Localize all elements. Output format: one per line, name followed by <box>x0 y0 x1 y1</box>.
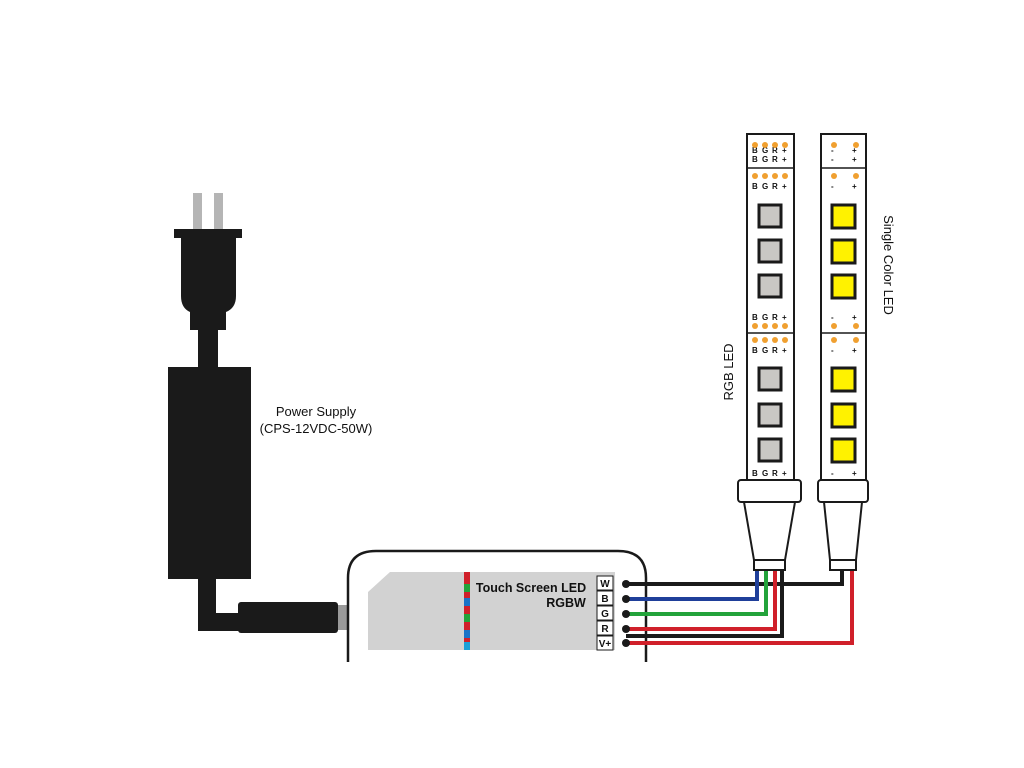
terminal-b: B <box>601 594 608 605</box>
wires <box>626 570 854 645</box>
svg-text:R: R <box>772 469 778 478</box>
svg-text:-: - <box>831 182 834 191</box>
svg-text:B: B <box>752 146 758 155</box>
svg-text:-: - <box>831 155 834 164</box>
single-connector <box>817 479 869 571</box>
power-supply-model: (CPS-12VDC-50W) <box>260 421 373 436</box>
controller-title: Touch Screen LED <box>476 581 586 595</box>
terminal-w: W <box>600 579 610 590</box>
svg-text:+: + <box>782 146 787 155</box>
svg-text:B: B <box>752 469 758 478</box>
svg-text:G: G <box>762 155 768 164</box>
controller <box>346 549 648 662</box>
svg-text:+: + <box>782 469 787 478</box>
terminal-g: G <box>601 609 609 620</box>
svg-text:R: R <box>772 146 778 155</box>
svg-text:B: B <box>752 346 758 355</box>
single-strip: -- ++ -+ -+ -+ -+ <box>820 133 867 481</box>
terminal-screws <box>622 580 630 647</box>
controller-subtitle: RGBW <box>546 596 586 610</box>
svg-text:G: G <box>762 469 768 478</box>
svg-text:+: + <box>782 313 787 322</box>
svg-text:-: - <box>831 469 834 478</box>
svg-text:B: B <box>752 155 758 164</box>
single-pad-row-2: -+ <box>831 173 859 191</box>
svg-text:G: G <box>762 182 768 191</box>
terminal-block: W B G R V+ <box>596 575 614 651</box>
svg-text:+: + <box>782 346 787 355</box>
svg-text:+: + <box>852 469 857 478</box>
rgb-connector <box>737 479 802 571</box>
svg-text:R: R <box>772 182 778 191</box>
svg-text:R: R <box>772 155 778 164</box>
svg-text:B: B <box>752 313 758 322</box>
single-pad-row-4: -+ <box>831 337 859 355</box>
plug-icon <box>174 193 242 370</box>
rgb-led-group-2 <box>757 366 783 463</box>
rgb-led-group-1 <box>757 203 783 299</box>
svg-text:+: + <box>782 182 787 191</box>
rgb-strip-label: RGB LED <box>721 343 736 400</box>
svg-text:-: - <box>831 146 834 155</box>
power-supply-label: Power Supply <box>276 404 357 419</box>
terminal-r: R <box>601 624 609 635</box>
svg-text:+: + <box>852 155 857 164</box>
power-supply <box>168 367 251 611</box>
svg-text:+: + <box>852 346 857 355</box>
svg-text:G: G <box>762 146 768 155</box>
rgb-pad-row-1: BB GG RR ++ <box>752 142 788 164</box>
svg-text:G: G <box>762 313 768 322</box>
dc-cable <box>198 602 350 633</box>
svg-text:R: R <box>772 313 778 322</box>
svg-text:B: B <box>752 182 758 191</box>
svg-text:+: + <box>852 313 857 322</box>
svg-text:R: R <box>772 346 778 355</box>
svg-text:-: - <box>831 313 834 322</box>
svg-text:G: G <box>762 346 768 355</box>
single-led-group-2 <box>830 366 857 464</box>
svg-text:-: - <box>831 346 834 355</box>
svg-text:+: + <box>782 155 787 164</box>
single-strip-label: Single Color LED <box>881 215 896 315</box>
single-pad-row-1: -- ++ <box>831 142 859 164</box>
svg-text:+: + <box>852 182 857 191</box>
single-pad-row-3: -+ <box>831 313 859 329</box>
single-led-group-1 <box>830 203 857 300</box>
terminal-vplus: V+ <box>599 639 612 650</box>
svg-text:+: + <box>852 146 857 155</box>
single-pad-row-5: -+ <box>831 469 857 478</box>
